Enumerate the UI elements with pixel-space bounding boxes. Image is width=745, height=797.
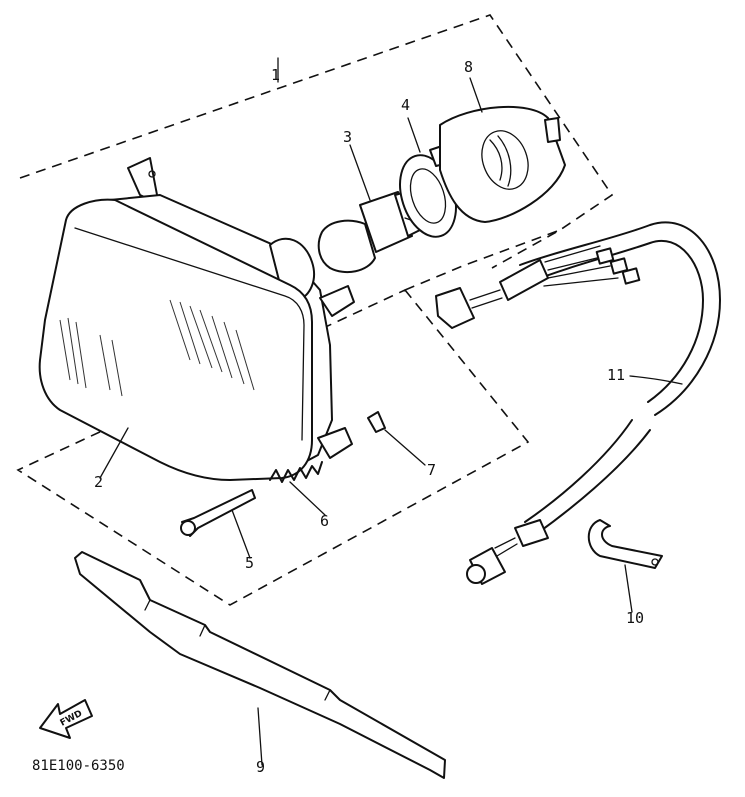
part-label-6: 6 bbox=[320, 512, 329, 530]
lower-bracket bbox=[74, 551, 446, 779]
cable-clamp bbox=[587, 519, 663, 569]
wire-harness bbox=[435, 221, 721, 585]
part-label-11: 11 bbox=[607, 366, 625, 384]
spring bbox=[269, 461, 323, 483]
part-label-5: 5 bbox=[245, 554, 254, 572]
forward-direction-arrow: FWD bbox=[39, 699, 93, 739]
harness-boundary-11 bbox=[404, 229, 561, 291]
part-label-1: 1 bbox=[271, 66, 280, 84]
part-label-8: 8 bbox=[464, 58, 473, 76]
clip bbox=[367, 411, 386, 433]
part-label-9: 9 bbox=[256, 758, 265, 776]
headlight-unit bbox=[38, 157, 355, 481]
leader-lines bbox=[99, 57, 683, 766]
adjusting-bolt bbox=[180, 489, 256, 537]
dust-cover bbox=[439, 105, 566, 223]
part-label-2: 2 bbox=[94, 473, 103, 491]
part-label-7: 7 bbox=[427, 461, 436, 479]
part-label-10: 10 bbox=[626, 609, 644, 627]
drawing-code: 81E100-6350 bbox=[32, 758, 125, 774]
assembly-boundary-1 bbox=[16, 14, 614, 606]
part-label-3: 3 bbox=[343, 128, 352, 146]
part-label-4: 4 bbox=[401, 96, 410, 114]
headlight-lens bbox=[38, 198, 313, 481]
